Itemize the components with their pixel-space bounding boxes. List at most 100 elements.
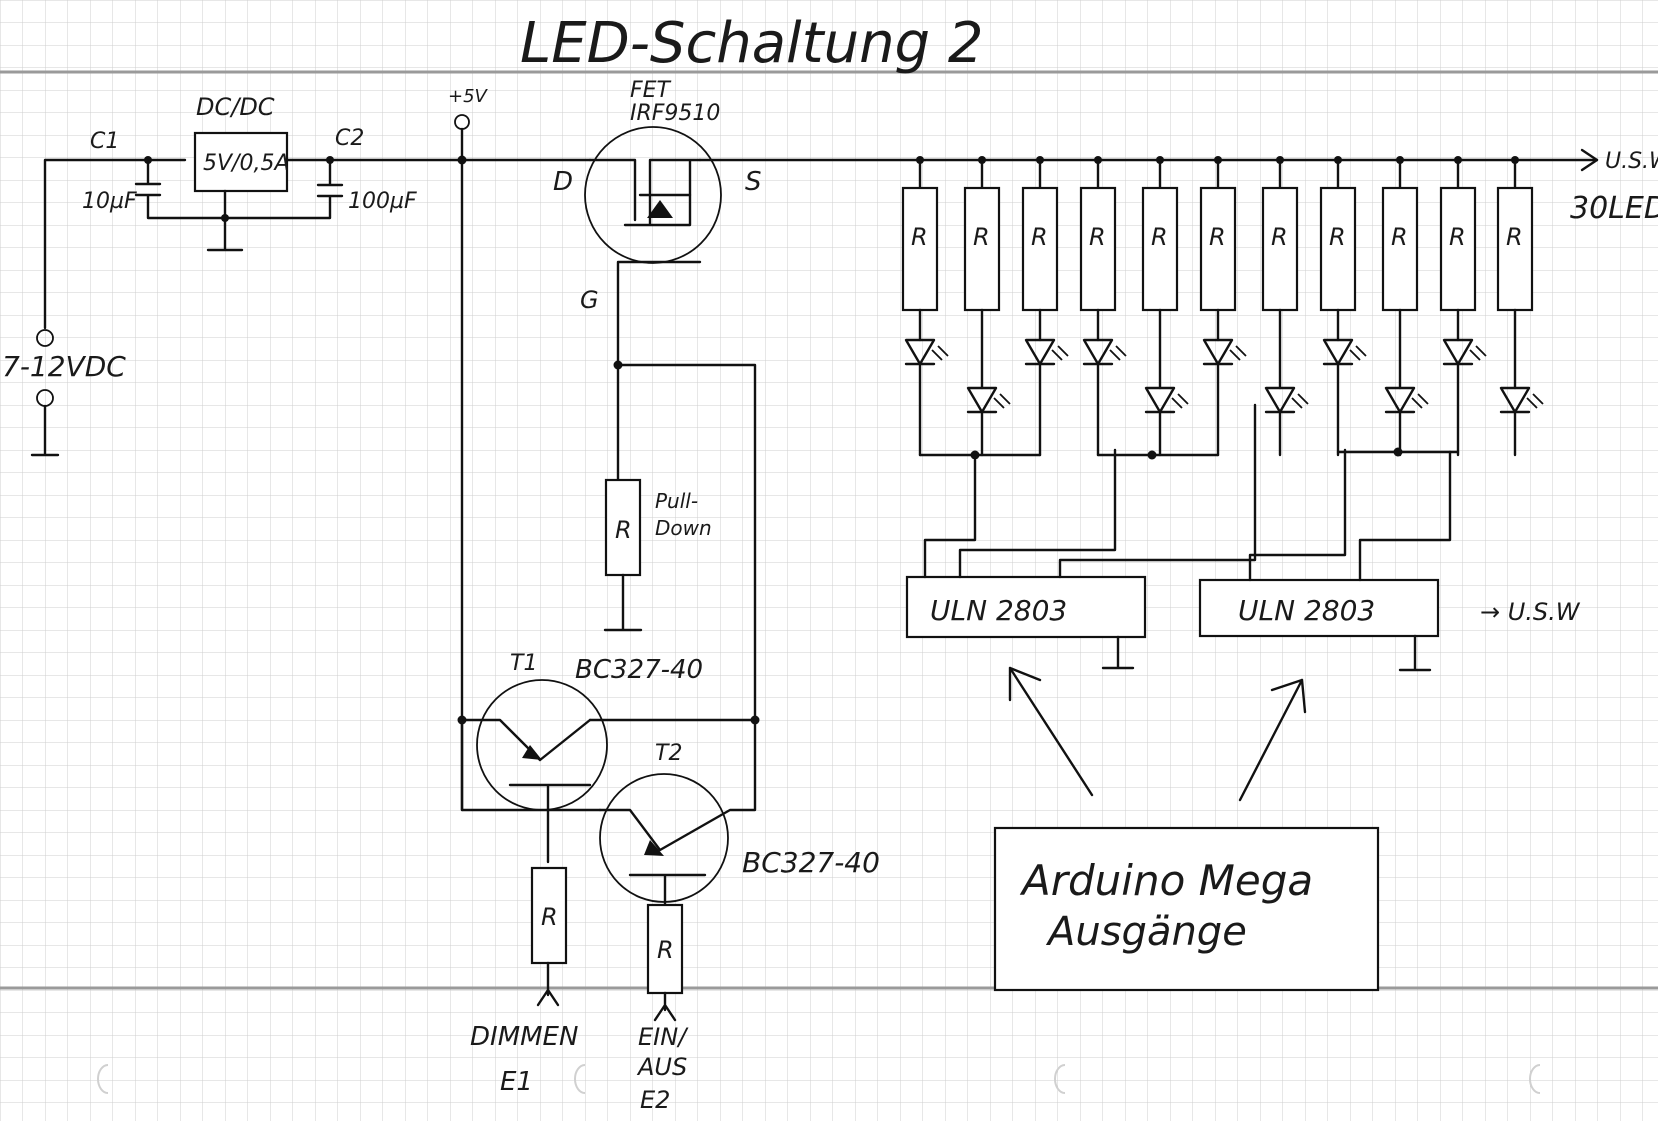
led-resistor-label: R: [1329, 223, 1346, 251]
dcdc-label: DC/DC: [196, 93, 275, 121]
uln1-label: ULN 2803: [930, 594, 1067, 627]
led-column: R: [963, 156, 1011, 457]
pulldown-resistor-label: R: [615, 516, 632, 544]
led-diode-icon: [1144, 386, 1176, 414]
light-emission-icon: [1109, 345, 1127, 361]
led-column: R: [901, 156, 949, 457]
led-count-label: 30LED: [1570, 191, 1658, 226]
e1-resistor-label: R: [541, 903, 558, 931]
led-resistor-label: R: [1271, 223, 1288, 251]
fet-label: FET: [630, 78, 672, 103]
led-diode-icon: [1202, 338, 1234, 366]
plus-5v-label: +5V: [448, 86, 489, 107]
c1-label: C1: [90, 129, 119, 154]
c2-label: C2: [335, 126, 364, 151]
light-emission-icon: [1229, 345, 1247, 361]
cathode-junction: [1147, 450, 1157, 460]
led-resistor-label: R: [973, 223, 990, 251]
uln-continue-label: → U.S.W: [1480, 598, 1581, 626]
cathode-junction: [1393, 447, 1403, 457]
fet-irf9510: FET IRF9510 D S G: [553, 78, 762, 367]
led-resistor-label: R: [911, 223, 928, 251]
led-resistor-label: R: [1391, 223, 1408, 251]
uln2803-driver-2: ULN 2803 → U.S.W: [1198, 448, 1581, 672]
led-resistor: [1199, 186, 1237, 312]
led-resistor: [1319, 186, 1357, 312]
light-emission-icon: [1349, 345, 1367, 361]
fet-source: S: [745, 167, 762, 197]
e2-resistor-label: R: [657, 936, 674, 964]
light-emission-icon: [1411, 393, 1429, 409]
led-column: R: [1439, 156, 1487, 457]
t2-part: BC327-40: [742, 846, 880, 879]
led-diode-icon: [966, 386, 998, 414]
light-emission-icon: [1526, 393, 1544, 409]
led-resistor-label: R: [1031, 223, 1048, 251]
fet-part: IRF9510: [630, 101, 720, 126]
aus-label: AUS: [636, 1053, 687, 1081]
e1-label: E1: [500, 1067, 533, 1097]
led-power-rail: U.S.W 30LED: [698, 148, 1658, 226]
led-diode-icon: [1082, 338, 1114, 366]
led-resistor: [901, 186, 939, 312]
led-column: R: [1381, 156, 1429, 457]
capacitor-c2: C2 100µF: [326, 126, 417, 214]
led-resistor-label: R: [1506, 223, 1523, 251]
pulldown-label: Pull-: [655, 489, 698, 513]
t2-label: T2: [655, 741, 682, 766]
dcdc-spec: 5V/0,5A: [203, 151, 290, 176]
light-emission-icon: [931, 345, 949, 361]
transistor-t1: T1 BC327-40: [457, 651, 760, 864]
led-resistor: [1439, 186, 1477, 312]
arduino-subtitle: Ausgänge: [1045, 909, 1247, 955]
led-resistor-label: R: [1151, 223, 1168, 251]
c1-value: 10µF: [82, 189, 137, 214]
led-diode-icon: [904, 338, 936, 366]
fet-gate: G: [580, 286, 599, 314]
led-diode-icon: [1024, 338, 1056, 366]
t1-part: BC327-40: [575, 655, 703, 685]
light-emission-icon: [1469, 345, 1487, 361]
schematic-title: LED-Schaltung 2: [520, 11, 984, 76]
cathode-junction: [970, 450, 980, 460]
light-emission-icon: [993, 393, 1011, 409]
led-resistor-label: R: [1449, 223, 1466, 251]
supply-voltage-label: 7-12VDC: [2, 350, 126, 383]
led-resistor: [1141, 186, 1179, 312]
uln2-label: ULN 2803: [1238, 594, 1375, 627]
led-diode-icon: [1499, 386, 1531, 414]
capacitor-c1: C1 10µF: [82, 129, 344, 220]
led-diode-icon: [1442, 338, 1474, 366]
binder-holes: [97, 1064, 1541, 1094]
led-resistor: [1079, 186, 1117, 312]
arduino-title: Arduino Mega: [1019, 856, 1313, 905]
plus-5v-rail: +5V: [448, 86, 602, 812]
led-continue-label: U.S.W: [1605, 149, 1658, 174]
arduino-block: Arduino Mega Ausgänge: [993, 666, 1380, 992]
led-column: R: [1199, 156, 1247, 457]
led-column: R: [1261, 156, 1309, 457]
fet-drain: D: [553, 167, 573, 197]
gate-network: R Pull- Down: [603, 360, 757, 722]
led-resistor: [963, 186, 1001, 312]
led-resistor-label: R: [1089, 223, 1106, 251]
input-resistor-e1: R DIMMEN E1: [470, 866, 578, 1097]
led-resistor-label: R: [1209, 223, 1226, 251]
led-column: R: [1141, 156, 1189, 457]
led-resistor: [1261, 186, 1299, 312]
light-emission-icon: [1171, 393, 1189, 409]
light-emission-icon: [1051, 345, 1069, 361]
led-diode-icon: [1322, 338, 1354, 366]
c2-value: 100µF: [348, 189, 417, 214]
transistor-t2: T2 BC327-40: [598, 718, 880, 907]
led-column: R: [1496, 156, 1544, 457]
supply-section: 7-12VDC: [2, 158, 187, 457]
pulldown-label-2: Down: [655, 516, 712, 540]
led-column: R: [1319, 156, 1367, 457]
e2-label: E2: [640, 1086, 670, 1114]
t1-label: T1: [510, 651, 537, 676]
led-column: R: [1079, 156, 1127, 457]
led-diode-icon: [1384, 386, 1416, 414]
led-diode-icon: [1264, 386, 1296, 414]
